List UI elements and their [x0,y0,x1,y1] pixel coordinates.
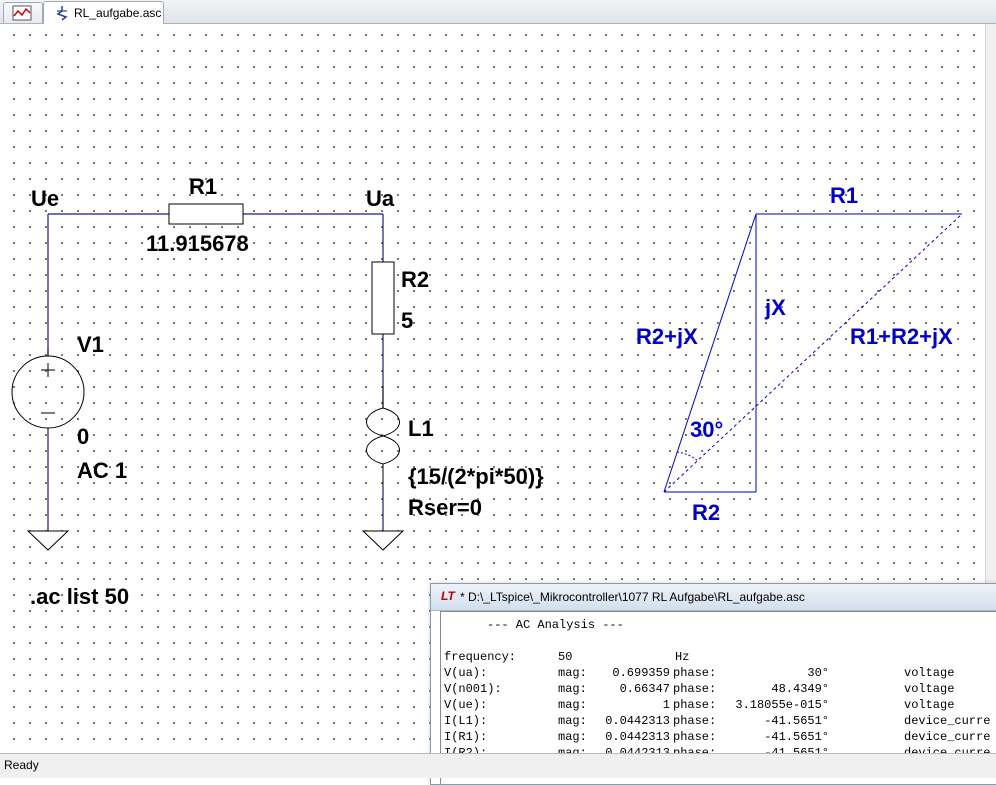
output-row-mag: 0.699359 [612,666,670,680]
output-row-mag-label: mag: [558,698,587,712]
v1-dc-value[interactable]: 0 [77,424,89,449]
frequency-value: 50 [558,650,573,664]
output-row-name: I(L1): [444,714,488,728]
l1-value[interactable]: {15/(2*pi*50)} [408,464,544,489]
diagram-line-r2-jx[interactable] [663,213,757,493]
frequency-label: frequency: [444,650,517,664]
output-row-name: V(n001): [444,682,502,696]
diagram-label-angle[interactable]: 30° [690,417,723,442]
ground-symbol[interactable] [26,530,70,551]
vertical-scrollbar[interactable] [985,24,996,753]
output-window-title: * D:\_LTspice\_Mikrocontroller\1077 RL A… [460,590,805,604]
resistor-r2[interactable] [371,261,395,335]
output-row-mag: 0.66347 [619,682,670,696]
output-window-titlebar[interactable]: LT * D:\_LTspice\_Mikrocontroller\1077 R… [431,584,996,611]
diagram-label-r1-r2-jx[interactable]: R1+R2+jX [850,324,953,349]
l1-rser[interactable]: Rser=0 [408,495,482,520]
node-label-ue[interactable]: Ue [31,186,59,211]
r2-value[interactable]: 5 [401,308,413,333]
schematic-tab-label: RL_aufgabe.asc [74,6,162,20]
r2-name: R2 [401,267,429,292]
diagram-line-r1-r2-jx[interactable] [663,213,963,493]
inductor-l1[interactable] [366,386,400,488]
voltage-source-v1[interactable] [11,348,85,429]
r1-value[interactable]: 11.915678 [146,231,249,256]
output-row-mag: 1 [662,698,670,712]
spice-directive[interactable]: .ac list 50 [30,584,129,609]
ground-symbol[interactable] [361,530,405,551]
output-row-phase-label: phase: [673,682,717,696]
output-row-phase: 30° [807,666,829,680]
output-row-name: V(ua): [444,666,488,680]
output-row-type: device_curre [904,714,991,728]
output-row-mag: 0.0442313 [605,714,670,728]
schematic-icon [56,6,68,21]
frequency-unit: Hz [675,650,690,664]
waveform-icon [12,5,32,21]
output-row-mag-label: mag: [558,730,587,744]
output-row-phase: -41.5651° [764,730,829,744]
schematic-tab[interactable]: RL_aufgabe.asc [43,1,164,24]
output-row-type: voltage [904,666,955,680]
status-bar: Ready [0,753,996,778]
status-text: Ready [4,758,39,772]
output-row-name: I(R1): [444,730,488,744]
output-row-phase-label: phase: [673,730,717,744]
r1-name: R1 [189,174,217,199]
output-row-type: voltage [904,698,955,712]
output-row-phase-label: phase: [673,714,717,728]
l1-name: L1 [408,416,434,441]
waveform-tab[interactable] [3,2,43,23]
diagram-label-r2[interactable]: R2 [692,500,720,525]
angle-arc [676,451,699,462]
diagram-label-r2-jx[interactable]: R2+jX [636,324,698,349]
analysis-header: --- AC Analysis --- [487,618,624,632]
diagram-label-jx[interactable]: jX [764,295,786,320]
output-row-phase: 3.18055e-015° [735,698,829,712]
output-row-mag: 0.0442313 [605,730,670,744]
resistor-r1[interactable] [168,203,244,225]
output-row-type: voltage [904,682,955,696]
output-row-phase: 48.4349° [771,682,829,696]
output-row-name: V(ue): [444,698,488,712]
output-row-phase-label: phase: [673,666,717,680]
document-tab-bar: RL_aufgabe.asc [0,0,996,24]
diagram-label-r1[interactable]: R1 [830,183,858,208]
v1-ac-value[interactable]: AC 1 [77,458,127,483]
ltspice-logo-icon: LT [441,589,455,603]
output-row-mag-label: mag: [558,682,587,696]
node-label-ua[interactable]: Ua [366,186,395,211]
v1-name: V1 [77,332,104,357]
output-row-phase: -41.5651° [764,714,829,728]
output-row-type: device_curre [904,730,991,744]
output-row-phase-label: phase: [673,698,717,712]
output-row-mag-label: mag: [558,666,587,680]
output-row-mag-label: mag: [558,714,587,728]
